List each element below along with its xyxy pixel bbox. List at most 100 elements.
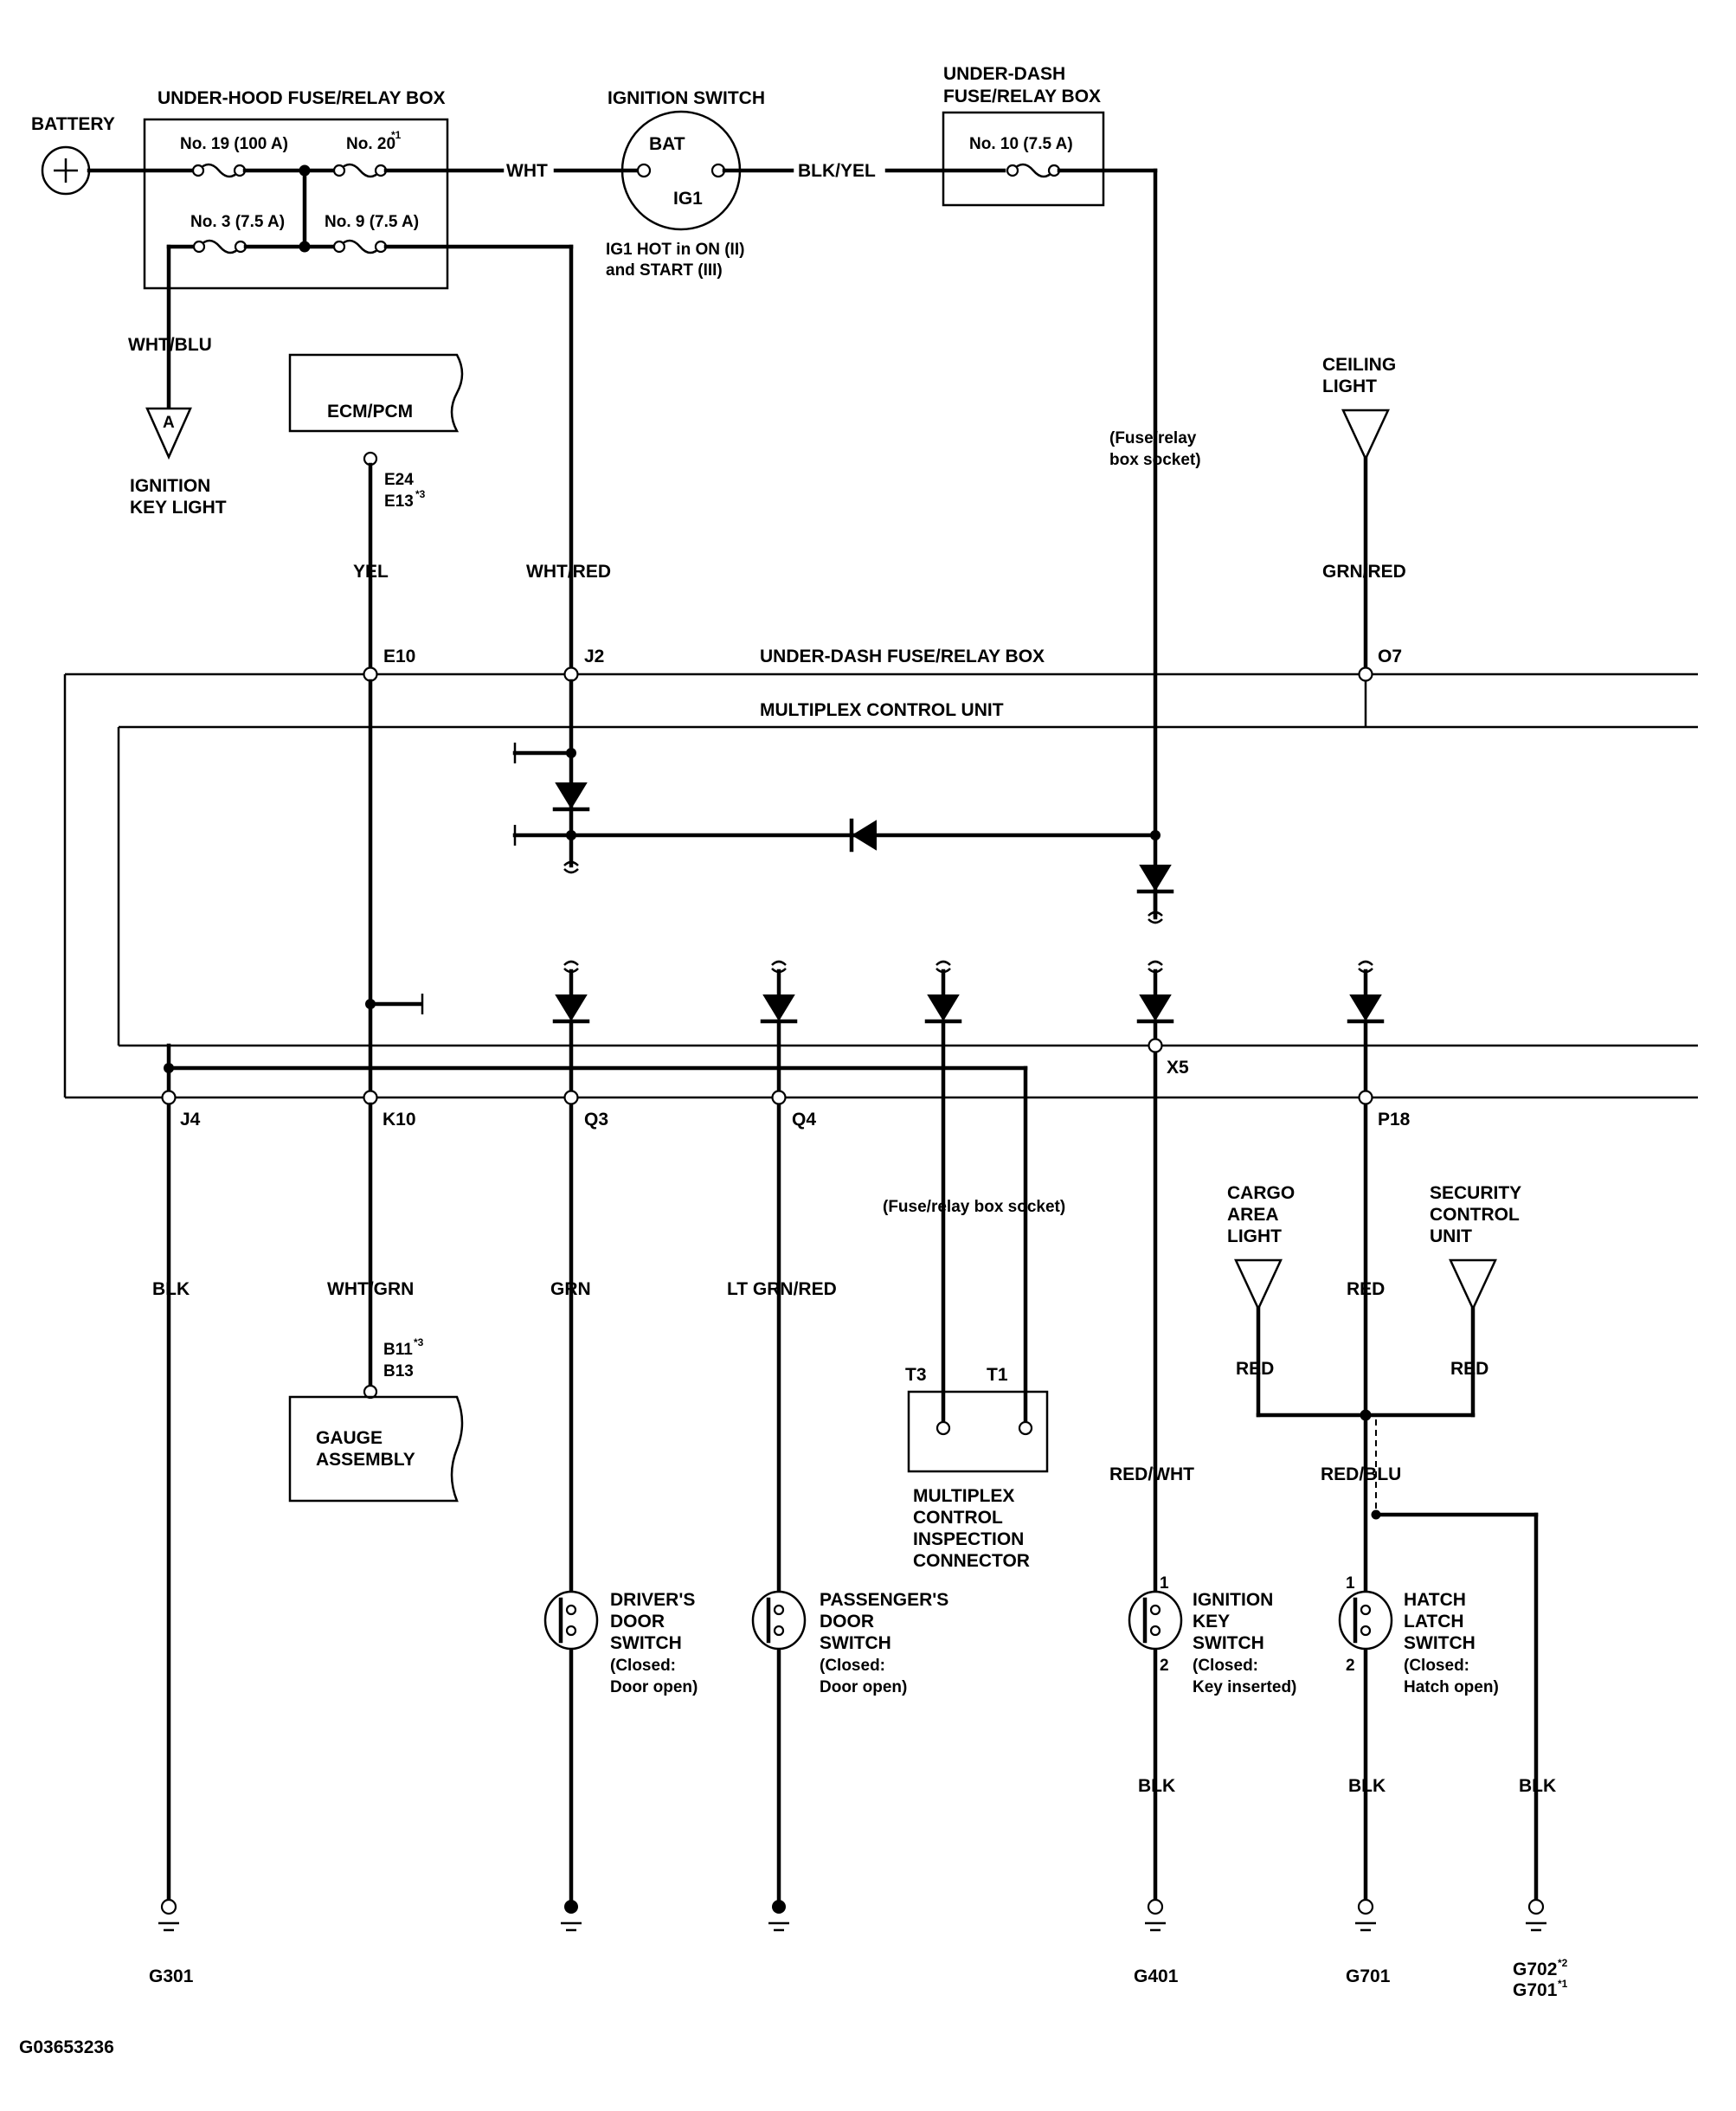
ign-label-3: SWITCH xyxy=(1193,1633,1264,1653)
fuse-20 xyxy=(338,163,382,178)
wire-blk-g401: BLK xyxy=(1138,1776,1175,1796)
under-dash-fuse-box-top xyxy=(942,111,1105,207)
fuse-19-label: No. 19 (100 A) xyxy=(180,135,288,153)
drv-label-3: SWITCH xyxy=(610,1633,682,1653)
pin-e13: E13 xyxy=(384,492,414,511)
connector-o7 xyxy=(1358,666,1373,682)
wire-yel: YEL xyxy=(353,562,389,582)
hat-label-2: LATCH xyxy=(1404,1612,1464,1632)
mci-label-4: CONNECTOR xyxy=(913,1551,1030,1571)
fuse-20-sup: *1 xyxy=(391,129,402,141)
cargo-area-light xyxy=(1234,1258,1283,1311)
under-dash-box-label-1: UNDER-DASH xyxy=(943,64,1065,84)
hat-label-3: SWITCH xyxy=(1404,1633,1476,1653)
socket-label-2: box socket) xyxy=(1109,451,1201,469)
gauge-label-1: GAUGE xyxy=(316,1428,383,1448)
multiplex-inspection-connector xyxy=(907,1390,1049,1473)
connector-p18 xyxy=(1358,1090,1373,1105)
wire-blk-j4: BLK xyxy=(152,1279,190,1299)
connector-x5 xyxy=(1148,1038,1163,1053)
pin-j4: J4 xyxy=(180,1110,201,1130)
battery xyxy=(41,145,91,196)
mci-label-1: MULTIPLEX xyxy=(913,1486,1014,1506)
gauge-label-2: ASSEMBLY xyxy=(316,1450,415,1470)
fuse-20-label: No. 20 xyxy=(346,135,395,153)
ground-g301 xyxy=(158,1898,179,1932)
hat-label-5: Hatch open) xyxy=(1404,1678,1499,1696)
connector-e10 xyxy=(363,666,378,682)
ignition-key-switch xyxy=(1128,1590,1183,1651)
ground-label-g301: G301 xyxy=(149,1966,194,1986)
under-hood-fuse-box xyxy=(143,118,449,290)
ground-label-g702: G702 xyxy=(1513,1960,1557,1979)
connector-j2 xyxy=(563,666,579,682)
connector-a xyxy=(145,407,192,460)
security-control-unit xyxy=(1449,1258,1497,1311)
pin-o7: O7 xyxy=(1378,647,1402,666)
ign-label-5: Key inserted) xyxy=(1193,1678,1296,1696)
under-dash-box-frame-label: UNDER-DASH FUSE/RELAY BOX xyxy=(760,647,1045,666)
ig1-note-2: and START (III) xyxy=(606,261,723,280)
ignition-bat-label: BAT xyxy=(649,134,685,154)
ground-g401 xyxy=(1145,1898,1166,1932)
ceiling-light xyxy=(1341,409,1390,461)
fuse-9 xyxy=(338,239,382,254)
ceiling-light-label-1: CEILING xyxy=(1322,355,1396,375)
ign-label-1: IGNITION xyxy=(1193,1590,1273,1610)
fuse-3 xyxy=(198,239,241,254)
ground-g702 xyxy=(1526,1898,1546,1932)
security-label-2: CONTROL xyxy=(1430,1205,1520,1225)
wire-lt-grn-red: LT GRN/RED xyxy=(727,1279,837,1299)
drv-label-5: Door open) xyxy=(610,1678,698,1696)
mcu-label: MULTIPLEX CONTROL UNIT xyxy=(760,700,1004,720)
pas-label-2: DOOR xyxy=(820,1612,874,1632)
wire-blk-g701: BLK xyxy=(1348,1776,1386,1796)
pin-e10: E10 xyxy=(383,647,415,666)
pas-label-3: SWITCH xyxy=(820,1633,891,1653)
pin-p18: P18 xyxy=(1378,1110,1411,1130)
ground-label-g702-sup: *2 xyxy=(1558,1957,1568,1969)
ground-label-g701b-sup: *1 xyxy=(1558,1978,1568,1990)
pin-q3: Q3 xyxy=(584,1110,608,1130)
socket-label-lower: (Fuse/relay box socket) xyxy=(883,1198,1065,1216)
hat-pin-1: 1 xyxy=(1346,1574,1355,1593)
ign-label-2: KEY xyxy=(1193,1612,1230,1632)
ground-q4 xyxy=(768,1900,789,1932)
ignition-switch-label: IGNITION SWITCH xyxy=(608,88,765,108)
pin-b13: B13 xyxy=(383,1362,414,1381)
connector-q3 xyxy=(563,1090,579,1105)
wire-red: RED xyxy=(1347,1279,1385,1299)
under-dash-box-label-2: FUSE/RELAY BOX xyxy=(943,87,1101,106)
gauge-assembly-box xyxy=(288,1395,464,1503)
wire-red-wht: RED/WHT xyxy=(1109,1464,1194,1484)
hatch-latch-switch xyxy=(1338,1590,1393,1651)
connector-k10 xyxy=(363,1090,378,1105)
wire-wht-blu: WHT/BLU xyxy=(128,335,212,355)
pas-label-4: (Closed: xyxy=(820,1657,885,1675)
wire-wht: WHT xyxy=(506,161,548,181)
passengers-door-switch xyxy=(751,1590,807,1651)
mci-label-3: INSPECTION xyxy=(913,1529,1024,1549)
ecm-pcm-box xyxy=(288,353,464,433)
ceiling-light-label-2: LIGHT xyxy=(1322,377,1377,396)
hat-label-4: (Closed: xyxy=(1404,1657,1469,1675)
pin-e13-sup: *3 xyxy=(415,488,426,500)
ground-g701 xyxy=(1355,1898,1376,1932)
connector-j4 xyxy=(161,1090,177,1105)
ign-pin-2: 2 xyxy=(1160,1657,1169,1675)
ignition-ig1-label: IG1 xyxy=(673,189,703,209)
ground-label-g701: G701 xyxy=(1346,1966,1391,1986)
drv-label-1: DRIVER'S xyxy=(610,1590,695,1610)
wire-wht-red: WHT/RED xyxy=(526,562,611,582)
diode-horizontal xyxy=(852,820,877,851)
connector-q4 xyxy=(771,1090,787,1105)
pin-q4: Q4 xyxy=(792,1110,816,1130)
ecm-pcm-label: ECM/PCM xyxy=(327,402,413,422)
fuse-10 xyxy=(1012,163,1055,178)
pin-x5: X5 xyxy=(1167,1058,1189,1078)
pin-b11: B11 xyxy=(383,1341,413,1359)
wire-grn-red: GRN/RED xyxy=(1322,562,1406,582)
ignition-key-light-label-2: KEY LIGHT xyxy=(130,498,227,518)
drv-label-2: DOOR xyxy=(610,1612,665,1632)
ignition-key-light-label-1: IGNITION xyxy=(130,476,210,496)
